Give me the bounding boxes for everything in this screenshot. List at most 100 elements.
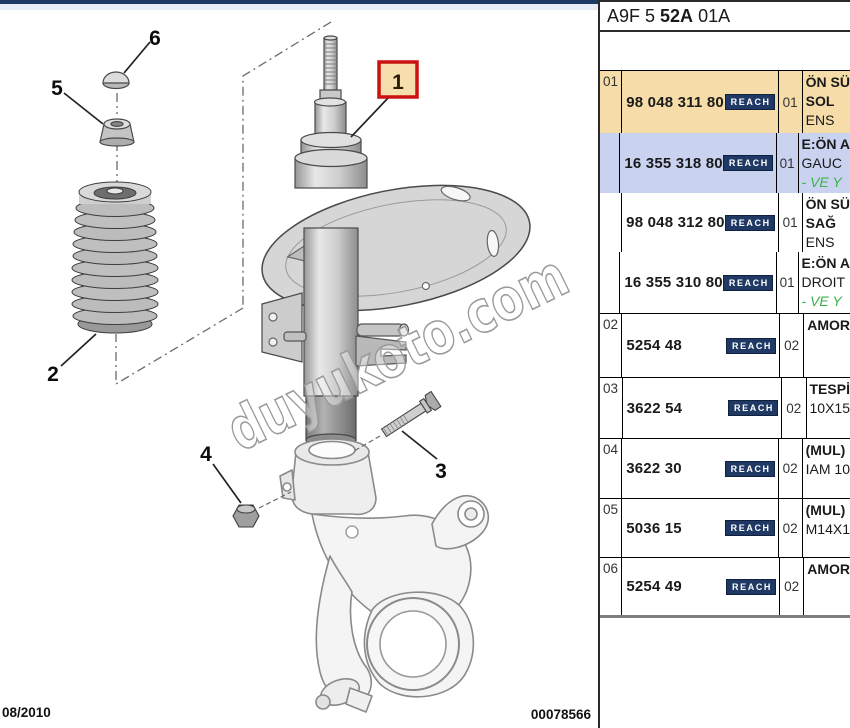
description-line: GAUC [801,155,842,171]
code-suffix: 01A [693,6,731,26]
leader-lines [60,41,438,504]
part-number: 5254 48 [626,337,682,354]
item-number: 05 [600,499,623,557]
item-number: 04 [600,439,623,498]
quantity: 01 [779,71,803,133]
reach-badge[interactable]: REACH [728,400,779,416]
diagram-panel: 6 5 2 3 4 1 duyukoto.com 08/2010 0007856… [0,0,598,722]
quantity: 01 [777,252,799,313]
exploded-diagram: 6 5 2 3 4 1 duyukoto.com [47,21,579,713]
reach-badge[interactable]: REACH [722,155,773,171]
callout-2[interactable]: 2 [47,363,59,386]
part-5-nut-icon [99,118,135,147]
part-3-bolt-icon [380,390,442,438]
quantity: 01 [779,193,803,252]
reach-badge[interactable]: REACH [726,578,777,595]
reach-badge[interactable]: REACH [726,337,777,354]
description-cell: AMOR [804,314,850,377]
item-number: 01 [600,71,623,133]
callout-5[interactable]: 5 [51,77,63,100]
description-line: TESPİ [809,381,850,397]
description-line: DROIT [801,274,846,290]
description-cell: AMOR [804,558,850,615]
bolt-axis-dash [353,435,381,452]
description-cell: TESPİ 10X15 [807,378,850,438]
quantity: 02 [780,558,805,615]
quantity: 02 [780,314,805,377]
part-number: 98 048 312 80 [626,214,725,231]
part-2-boot-icon [71,181,159,334]
reach-badge[interactable]: REACH [724,94,775,110]
description-line: (MUL) [805,502,846,518]
description-line: (MUL) [805,442,846,458]
callout-4[interactable]: 4 [200,443,212,466]
code-prefix: A9F 5 [607,6,661,26]
description-line: E:ÖN A [801,136,850,152]
part-number: 5254 49 [626,578,682,595]
description-line: AMOR [807,561,850,577]
item-number: 03 [600,378,623,438]
part-4-nut-icon [232,504,260,528]
description-line: ÖN SÜ [805,196,850,212]
knuckle-icon [279,438,490,713]
item-number: 02 [600,314,623,377]
item-number [600,193,623,252]
description-line: 10X15 [809,400,850,416]
description-line: M14X1 [805,521,850,537]
description-line: - VE Y [801,293,842,309]
item-number [600,133,621,193]
quantity: 02 [779,499,803,557]
reach-badge[interactable]: REACH [724,520,775,536]
code-bold: 52A [660,6,694,26]
quantity: 02 [779,439,803,498]
callout-3[interactable]: 3 [435,460,447,483]
part-number: 16 355 310 80 [624,274,723,291]
part-number-cell: 5254 49 REACH [622,558,781,615]
callout-1: 1 [392,71,404,94]
footer-date: 08/2010 [2,705,51,720]
description-cell: E:ÖN A GAUC - VE Y [799,133,850,193]
projection-frame-lines [115,21,332,386]
callout-1-highlight-box[interactable]: 1 [377,60,419,99]
top-navy-bar [0,0,598,4]
description-cell: (MUL) M14X1 [803,499,850,557]
reach-badge[interactable]: REACH [724,214,775,231]
item-number [600,252,621,313]
footer-doc-number: 00078566 [530,707,591,722]
description-line: - VE Y [801,174,842,190]
part-number: 3622 30 [626,460,682,477]
callout-6[interactable]: 6 [149,27,161,50]
reach-badge[interactable]: REACH [724,460,775,477]
description-line: SOL [805,93,835,109]
description-line: ENS [805,112,835,128]
nut-axis-dash [258,491,292,509]
part-1-strut-icon [261,35,531,447]
description-line: IAM 10 [805,461,850,477]
reach-badge[interactable]: REACH [722,274,773,291]
description-cell: ÖN SÜ SOL ENS [803,71,850,133]
description-line: ÖN SÜ [805,74,850,90]
description-line: ENS [805,234,835,250]
